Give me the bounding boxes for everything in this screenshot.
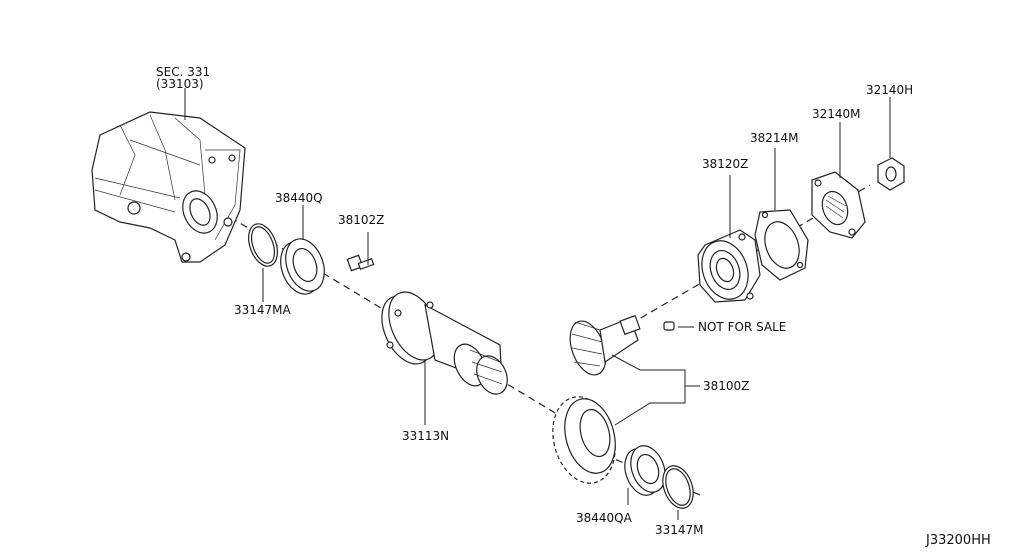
- label-33113n: 33113N: [402, 429, 449, 443]
- leader-38100z: [611, 354, 686, 426]
- label-sec-33103: (33103): [156, 77, 204, 91]
- part-38120z-retainer: [697, 229, 761, 303]
- label-not-for-sale: NOT FOR SALE: [698, 320, 786, 334]
- part-38214m-gasket: [754, 209, 809, 281]
- part-33147ma-snap-ring: [248, 223, 278, 267]
- label-32140h: 32140H: [866, 83, 913, 97]
- label-38120z: 38120Z: [702, 157, 748, 171]
- part-ring-gear: [552, 396, 616, 484]
- part-32140h-nut: [877, 157, 905, 191]
- part-38102z-bolt: [346, 254, 375, 272]
- transfer-case-housing: [91, 111, 246, 263]
- label-33147m: 33147M: [655, 523, 704, 537]
- diagram-code: J33200HH: [925, 533, 991, 548]
- label-38214m: 38214M: [750, 131, 799, 145]
- label-32140m: 32140M: [812, 107, 861, 121]
- not-for-sale-spacer: [663, 321, 675, 331]
- part-drive-pinion: [569, 314, 641, 376]
- part-32140m-flange: [811, 171, 866, 239]
- label-33147ma: 33147MA: [234, 303, 292, 317]
- part-38440qa-bearing: [624, 445, 666, 496]
- label-sec-331: SEC. 331: [156, 65, 210, 79]
- label-38440q: 38440Q: [275, 191, 323, 205]
- part-33113n-output-shaft: [381, 291, 508, 395]
- part-38440q-bearing: [280, 238, 325, 295]
- label-38440qa: 38440QA: [576, 511, 633, 525]
- part-33147m-snap-ring: [662, 465, 694, 509]
- label-38102z: 38102Z: [338, 213, 384, 227]
- label-38100z: 38100Z: [703, 379, 749, 393]
